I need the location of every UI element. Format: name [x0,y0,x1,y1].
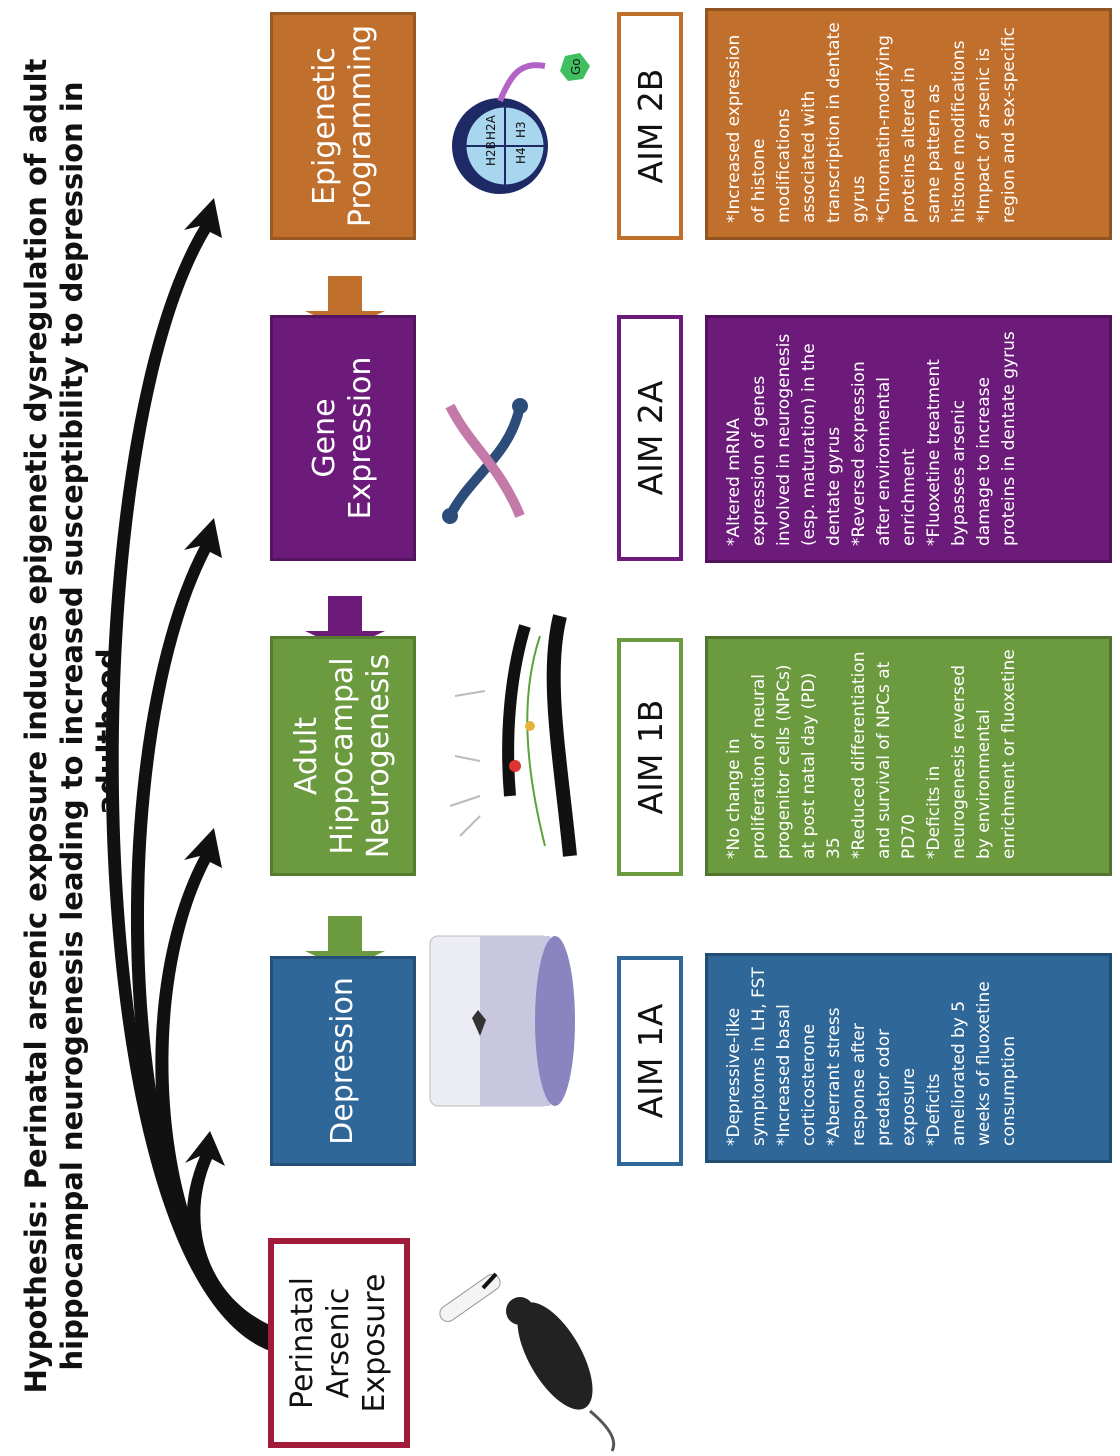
mouse-with-bottle-icon [439,1272,616,1452]
aim-1b-label: AIM 1B [617,638,683,876]
histone-h4-label: H4 [514,147,528,164]
description-epigenetic: *Increased expression of histone modific… [705,8,1112,240]
description-gene-expression: *Altered mRNA expression of genes involv… [705,315,1112,563]
description-neurogenesis: *No change in proliferation of neural pr… [705,636,1112,876]
aim-1a-label: AIM 1A [617,956,683,1166]
hippocampal-neurons-icon [449,614,577,857]
histone-h2b-label: H2B [484,141,498,166]
dna-helix-icon [442,398,528,524]
nucleosome-histone-icon: H2B H2A H4 H3 Go [452,53,590,194]
histone-mark-label: Go [569,58,583,75]
histone-h3-label: H3 [514,121,528,138]
arrow-exposure-to-neurogenesis [155,828,272,1341]
mouse-in-swim-tank-icon [429,935,575,1107]
description-depression: *Depressive-like symptoms in LH, FST *In… [705,953,1112,1163]
aim-2a-label: AIM 2A [617,315,683,561]
histone-h2a-label: H2A [484,114,498,140]
aim-2b-label: AIM 2B [617,12,683,240]
